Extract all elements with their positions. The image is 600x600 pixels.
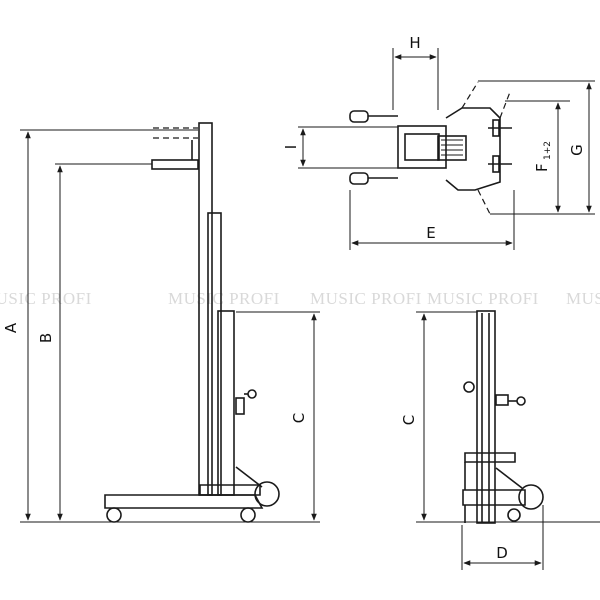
label-c-right: C (400, 415, 418, 425)
base-bracket (199, 484, 261, 496)
mast-hatch (441, 139, 463, 156)
wheel-large (518, 484, 544, 510)
winch-handle (463, 381, 475, 393)
watermark-text: MUSIC PROFI (427, 289, 539, 308)
top-view (349, 81, 512, 215)
watermark-text: MUSIC PROFI (0, 289, 92, 308)
label-a: A (2, 322, 20, 333)
mast-inner (198, 122, 213, 496)
brace (495, 467, 523, 489)
dimension-h: H (392, 34, 439, 110)
carriage-inner (404, 133, 440, 161)
mast-head (437, 135, 467, 161)
dimension-f: F 1+2 (490, 100, 570, 215)
winch-body (495, 394, 509, 406)
dimension-d: D (461, 505, 544, 570)
mast-outer (476, 310, 496, 524)
label-g: G (568, 144, 586, 156)
pin (492, 155, 500, 173)
dimension-e: E (349, 190, 515, 250)
dimension-a: A (2, 129, 320, 523)
label-i: I (282, 145, 300, 149)
base-frame (462, 489, 526, 506)
winch-handle (247, 389, 257, 399)
winch-knob (516, 396, 526, 406)
fork-top-dashed (153, 127, 198, 139)
label-f: F (533, 163, 551, 172)
dimension-b: B (37, 163, 152, 521)
dimension-g: G (478, 80, 595, 215)
watermark-text: MUSIC PROFI (168, 289, 280, 308)
watermark-text: MUSIC PROFI (566, 289, 600, 308)
mast-middle (207, 212, 222, 496)
label-e: E (426, 224, 435, 242)
dimension-i: I (282, 126, 398, 169)
label-b: B (37, 333, 55, 343)
frame-outline (445, 107, 501, 191)
brace (235, 466, 263, 488)
label-f-sub: 1+2 (543, 141, 553, 160)
fork-top-left (349, 110, 369, 123)
winch-body (235, 397, 245, 415)
base-frame (104, 494, 264, 509)
label-c-left: C (290, 413, 308, 423)
wheel-large (254, 481, 280, 507)
fork-lower (151, 159, 199, 170)
dimension-c-left: C (236, 311, 320, 521)
label-h: H (409, 34, 420, 52)
dimension-c-right: C (400, 311, 600, 523)
caster (507, 508, 521, 522)
watermark: MUSIC PROFI MUSIC PROFI MUSIC PROFI MUSI… (0, 289, 600, 308)
pin (492, 119, 500, 137)
label-d: D (496, 544, 508, 562)
carriage (397, 125, 447, 169)
legs-dashed (461, 81, 511, 215)
fork-bottom-left (349, 172, 369, 185)
watermark-text: MUSIC PROFI (310, 289, 422, 308)
front-view-retracted (462, 310, 544, 524)
caster-rear (240, 507, 256, 523)
fork-bracket (464, 452, 516, 463)
side-view-extended (104, 122, 280, 523)
caster-front (106, 507, 122, 523)
